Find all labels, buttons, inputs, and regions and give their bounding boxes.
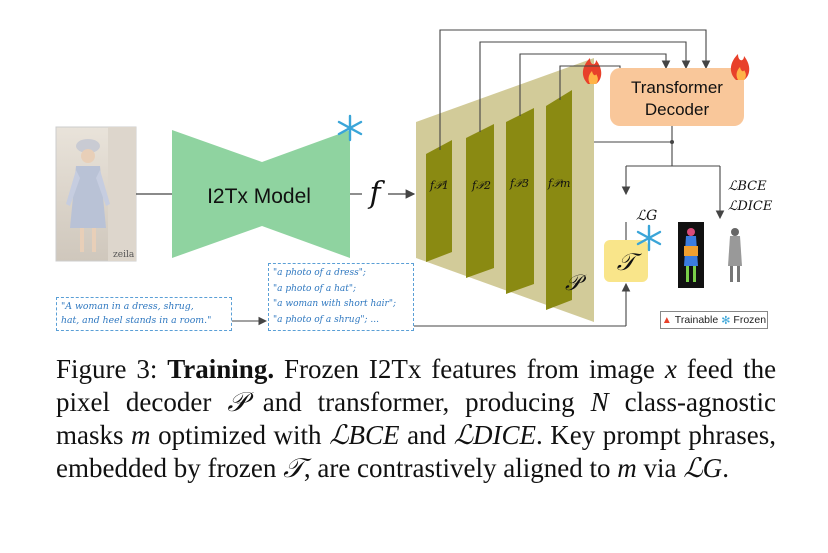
caption-seg1: Frozen I2Tx features from image [283,354,655,384]
legend: ▲ Trainable ✻ Frozen [660,311,768,329]
caption-P: 𝒫 [227,387,247,417]
caption-fig-label: Figure 3: [56,354,158,384]
caption-lg: ℒG [683,453,723,483]
layer-label-2: f𝒫2 [471,179,491,192]
legend-trainable: Trainable [674,314,719,326]
output-lines [594,126,725,220]
caption-x: x [664,354,677,384]
encoder-label: I2Tx Model [207,185,311,208]
phrase-4: "a photo of a shrug"; ... [273,314,379,325]
caption-seg3: and transformer, producing [262,387,575,417]
decoder-layers [426,90,572,310]
frozen-snowflake-icon [337,114,363,142]
legend-fire-icon: ▲ [661,314,672,326]
caption-and: and [407,420,447,450]
caption-input-line-1: "A woman in a dress, shrug, [61,301,194,312]
caption-T: 𝒯 [283,453,304,483]
caption-m2: m [617,453,637,483]
caption-seg7: , are contrastively aligned to [303,453,611,483]
legend-frozen: Frozen [733,314,767,326]
skip-connections [439,29,711,150]
image-watermark: zeila [113,250,135,260]
caption-seg5: optimized with [158,420,322,450]
layer-p3 [506,108,534,294]
trainable-fire-icon-2 [730,54,750,80]
caption-via: via [643,453,677,483]
i2tx-encoder [172,130,350,258]
layer-p2 [466,124,494,278]
text-encoder [604,240,648,282]
layer-pm [546,90,572,310]
frozen-snowflake-icon-2 [636,224,662,252]
loss-dice: ℒDICE [728,199,773,214]
legend-snowflake-icon: ✻ [721,314,731,327]
caption-bold: Training. [167,354,275,384]
layer-p1 [426,140,452,262]
layer-label-1: f𝒫1 [429,179,449,192]
caption-seg4: class-agnostic masks [56,387,777,450]
phrase-box: "a photo of a dress"; "a photo of a hat"… [268,263,414,331]
caption-seg2: feed the pixel decoder [56,354,777,417]
mask-prediction [678,222,704,288]
caption-seg6: . Key prompt phrases, embedded by frozen [56,420,777,483]
caption-input-box: "A woman in a dress, shrug, hat, and hee… [56,297,232,331]
phrase-1: "a photo of a dress"; [273,268,366,278]
transformer-decoder [610,68,744,126]
phrase-3: "a woman with short hair"; [273,299,397,309]
loss-g: ℒG [636,208,657,224]
caption-input-line-2: hat, and heel stands in a room." [61,315,212,326]
loss-bce: ℒBCE [728,179,767,194]
caption-end: . [722,453,729,483]
decoder-label-line2: Decoder [645,100,710,119]
training-diagram: zeila I2Tx Model f f𝒫1 f𝒫2 f𝒫3 f𝒫m 𝒫 [55,29,773,327]
mask-ground-truth [722,222,748,288]
decoder-label-line1: Transformer [631,78,723,97]
layer-label-m: f𝒫m [547,177,570,190]
phrase-2: "a photo of a hat"; [273,283,357,294]
feature-symbol: f [367,176,385,211]
figure-caption: Figure 3: Training. Frozen I2Tx features… [56,353,776,485]
caption-N: N [590,387,609,417]
caption-lbce: ℒBCE [329,420,400,450]
prompt-lines [232,282,631,327]
layer-label-3: f𝒫3 [509,177,529,190]
input-image [55,126,137,262]
trainable-fire-icon [582,58,602,84]
caption-m: m [131,420,151,450]
caption-ldice: ℒDICE [453,420,537,450]
